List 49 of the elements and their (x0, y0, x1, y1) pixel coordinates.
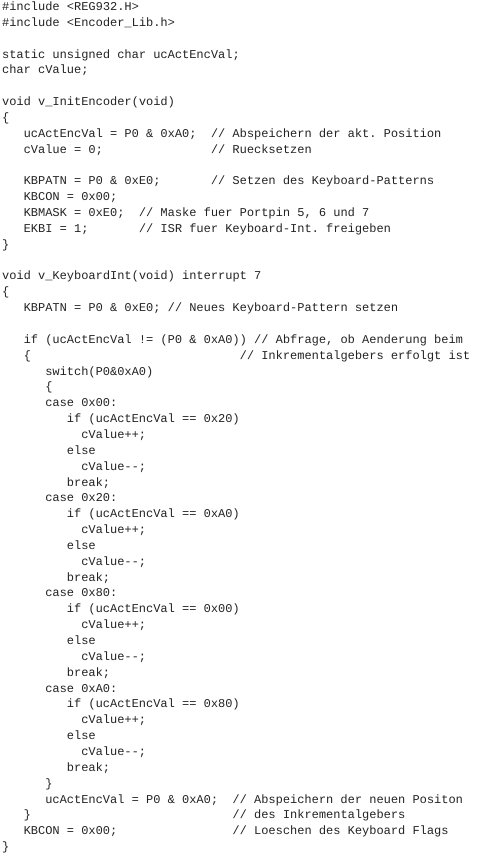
code-line: #include <Encoder_Lib.h> (2, 16, 175, 30)
code-line: cValue--; (81, 554, 146, 569)
code-line: EKBI = 1; // ISR fuer Keyboard-Int. freigeben (24, 222, 391, 236)
code-line: break; (66, 666, 110, 680)
code-line: if (ucActEncVal == 0x20) (66, 412, 240, 426)
code-line: { (2, 285, 10, 300)
code-line: { // Inkrementalgebers erfolgt ist (24, 348, 470, 363)
code-line: KBPATN = P0 & 0xE0; // Setzen des Keyboard-Patterns (24, 174, 434, 188)
code-line: case 0x00: (45, 396, 118, 410)
code-line: switch(P0&0xA0) (45, 364, 154, 379)
code-line: } (2, 840, 10, 854)
code-line: char cValue; (2, 63, 88, 78)
code-line: static unsigned char ucActEncVal; (2, 48, 240, 62)
code-line: KBCON = 0x00; // Loeschen des Keyboard Flags (24, 824, 448, 838)
code-line: void v_KeyboardInt(void) interrupt 7 (2, 269, 262, 284)
code-line: cValue--; (81, 744, 146, 759)
code-line: if (ucActEncVal == 0x00) (66, 602, 240, 616)
code-line: case 0x20: (45, 491, 118, 506)
code-line: cValue = 0; // Ruecksetzen (24, 142, 312, 157)
code-line: cValue++; (81, 618, 146, 632)
code-line: cValue++; (81, 523, 146, 538)
code-line: ucActEncVal = P0 & 0xA0; // Abspeichern der neuen Positon (45, 792, 463, 806)
code-line: void v_InitEncoder(void) (2, 95, 175, 110)
code-line: ucActEncVal = P0 & 0xA0; // Abspeichern der akt. Position (24, 126, 442, 141)
code-line: cValue--; (81, 460, 146, 474)
code-line: else (66, 729, 96, 744)
code-line: cValue--; (81, 650, 146, 664)
code-line: case 0x80: (45, 586, 118, 600)
code-line: else (66, 444, 96, 458)
code-line: } (45, 776, 52, 791)
code-line: KBPATN = P0 & 0xE0; // Neues Keyboard-Pattern setzen (24, 301, 398, 316)
code-line: } (2, 238, 10, 252)
code-line: else (66, 634, 96, 648)
code-line: if (ucActEncVal == 0xA0) (66, 507, 240, 522)
code-line: if (ucActEncVal != (P0 & 0xA0)) // Abfrage, ob Aenderung beim (24, 332, 463, 347)
code-line: cValue++; (81, 428, 146, 442)
code-line: break; (66, 476, 110, 490)
code-line: #include <REG932.H> (2, 0, 139, 14)
code-line: } // des Inkrementalgebers (24, 808, 406, 822)
code-line: case 0xA0: (45, 682, 118, 696)
code-line: KBCON = 0x00; (24, 190, 118, 204)
code-line: break; (66, 760, 110, 775)
code-line: else (66, 538, 96, 553)
code-line: KBMASK = 0xE0; // Maske fuer Portpin 5, 6 und 7 (24, 206, 370, 220)
code-line: { (45, 380, 52, 394)
code-line: { (2, 110, 10, 125)
code-line: if (ucActEncVal == 0x80) (66, 697, 240, 712)
code-line: cValue++; (81, 713, 146, 728)
code-line: break; (66, 570, 110, 585)
